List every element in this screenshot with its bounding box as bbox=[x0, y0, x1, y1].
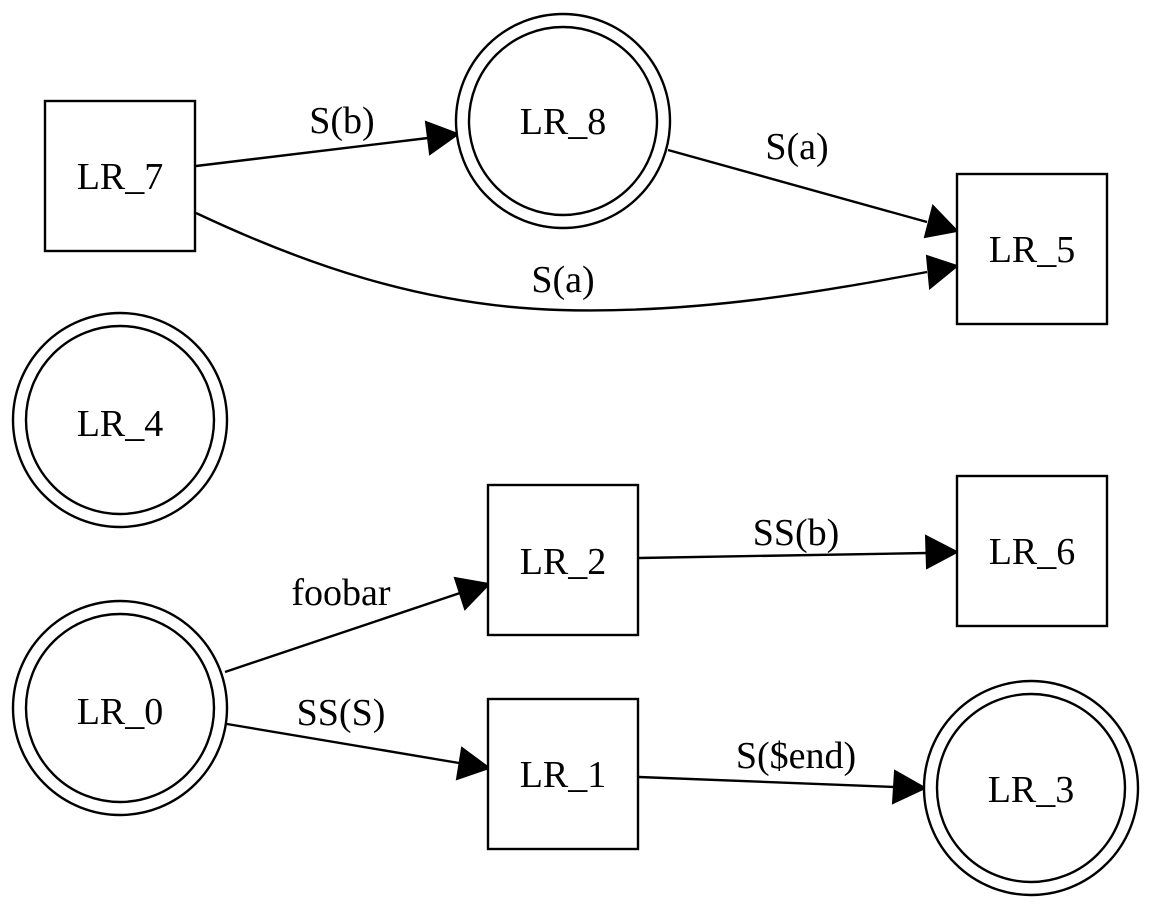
node-lr7: LR_7 bbox=[43, 99, 197, 253]
node-lr4: LR_4 bbox=[11, 311, 229, 529]
edge-label: S(a) bbox=[531, 259, 594, 301]
edge-lr7-lr8: S(b) bbox=[195, 100, 461, 168]
node-label: LR_3 bbox=[988, 769, 1075, 811]
node-label: LR_1 bbox=[520, 754, 607, 796]
node-lr2: LR_2 bbox=[486, 483, 640, 637]
edge-label: S(a) bbox=[765, 126, 828, 168]
edge-label: S($end) bbox=[736, 735, 856, 777]
node-label: LR_2 bbox=[520, 541, 607, 583]
node-lr5: LR_5 bbox=[955, 172, 1109, 326]
node-label: LR_6 bbox=[989, 531, 1076, 573]
node-label: LR_8 bbox=[520, 101, 607, 143]
node-lr0: LR_0 bbox=[11, 599, 229, 817]
node-label: LR_7 bbox=[77, 156, 164, 198]
node-lr6: LR_6 bbox=[955, 474, 1109, 628]
edge-lr8-lr5: S(a) bbox=[667, 126, 960, 239]
edge-lr0-lr2: foobar bbox=[224, 572, 492, 674]
edge-lr7-lr5-curved: S(a) bbox=[195, 211, 960, 312]
node-lr8: LR_8 bbox=[454, 12, 672, 230]
node-label: LR_5 bbox=[989, 229, 1076, 271]
node-label: LR_0 bbox=[77, 691, 164, 733]
edge-label: SS(S) bbox=[297, 692, 386, 734]
edge-label: S(b) bbox=[309, 100, 374, 142]
edge-lr2-lr6: SS(b) bbox=[638, 512, 960, 570]
edge-lr1-lr3: S($end) bbox=[638, 735, 928, 805]
edge-label: foobar bbox=[291, 572, 391, 614]
node-lr3: LR_3 bbox=[922, 679, 1140, 897]
edge-lr0-lr1: SS(S) bbox=[226, 692, 492, 781]
edge-label: SS(b) bbox=[753, 512, 840, 554]
node-lr1: LR_1 bbox=[486, 697, 640, 851]
node-label: LR_4 bbox=[77, 403, 164, 445]
